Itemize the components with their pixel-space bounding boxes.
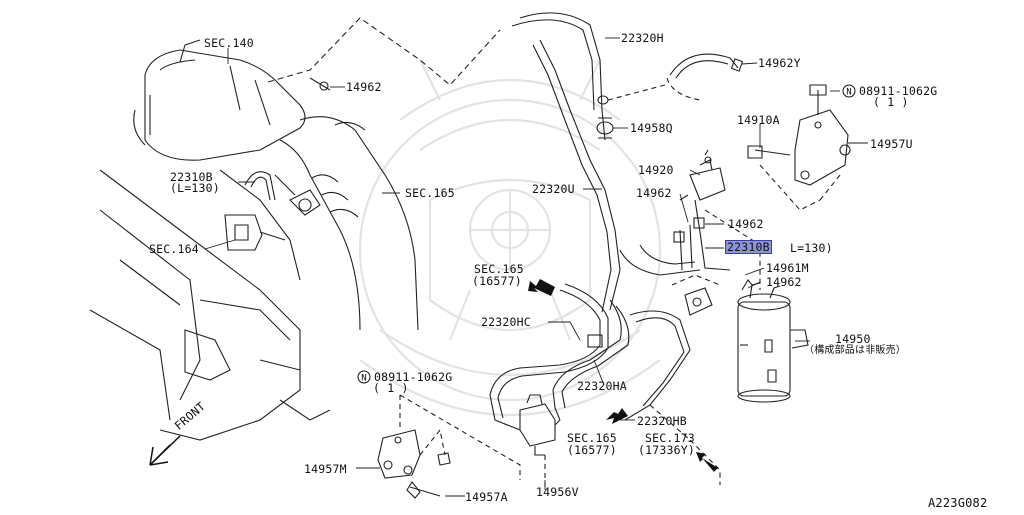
label-22320H[interactable]: 22320H	[621, 31, 664, 45]
label-14961M[interactable]: 14961M	[766, 261, 809, 275]
svg-text:N: N	[846, 88, 851, 98]
label-14956V[interactable]: 14956V	[536, 485, 579, 499]
label-22320HA[interactable]: 22320HA	[577, 379, 627, 393]
label-14957M[interactable]: 14957M	[304, 462, 347, 476]
label-22320HB[interactable]: 22320HB	[637, 414, 687, 428]
label-14958Q[interactable]: 14958Q	[630, 121, 673, 135]
leader-lines	[204, 37, 868, 497]
label-14950-note: （構成部品は非販売）	[804, 345, 906, 356]
label-22310B-highlighted-len: L=130)	[790, 241, 833, 255]
label-sec165-top: SEC.165	[405, 186, 455, 200]
label-22320HC[interactable]: 22320HC	[481, 315, 531, 329]
arrow-icon	[606, 408, 628, 424]
label-sec165-bottom: SEC.165	[567, 431, 617, 445]
label-14950[interactable]: 14950	[835, 332, 871, 346]
label-08911-bottom[interactable]: 08911-1062G	[374, 370, 453, 384]
label-14962-mid2[interactable]: 14962	[728, 217, 764, 231]
label-sec165-bottom-ref: (16577)	[567, 443, 617, 457]
samurai-helmet-watermark	[358, 59, 662, 416]
front-arrow-icon	[149, 435, 181, 466]
label-14962Y[interactable]: 14962Y	[758, 56, 801, 70]
label-14962-top[interactable]: 14962	[346, 80, 382, 94]
label-sec173: SEC.173	[645, 431, 695, 445]
label-08911-top-qty: ( 1 )	[873, 95, 909, 109]
svg-text:N: N	[361, 374, 366, 384]
label-14920[interactable]: 14920	[638, 163, 674, 177]
label-22310B-highlighted[interactable]: 22310B	[725, 240, 772, 254]
circled-N-symbol: N	[842, 84, 856, 98]
label-sec165-arrow: SEC.165	[474, 262, 524, 276]
label-sec165-arrow-ref: (16577)	[472, 274, 522, 288]
direction-arrows	[528, 279, 718, 472]
circled-N-symbol: N	[357, 370, 371, 384]
label-14957A[interactable]: 14957A	[465, 490, 508, 504]
label-22310B-left[interactable]: 22310B	[170, 170, 213, 184]
label-14962-right[interactable]: 14962	[766, 275, 802, 289]
line-art	[89, 12, 851, 499]
label-08911-bottom-qty: ( 1 )	[373, 381, 409, 395]
label-14957U[interactable]: 14957U	[870, 137, 913, 151]
label-14910A[interactable]: 14910A	[737, 113, 780, 127]
label-sec173-ref: (17336Y)	[638, 443, 695, 457]
label-08911-top[interactable]: 08911-1062G	[859, 84, 938, 98]
arrow-icon	[696, 452, 718, 472]
arrow-icon	[528, 279, 555, 296]
label-sec140: SEC.140	[204, 36, 254, 50]
label-22320U[interactable]: 22320U	[532, 182, 575, 196]
label-14962-mid1[interactable]: 14962	[636, 186, 672, 200]
label-sec164: SEC.164	[149, 242, 199, 256]
figure-id: A223G082	[928, 496, 988, 510]
label-22310B-left-len: (L=130)	[170, 181, 220, 195]
